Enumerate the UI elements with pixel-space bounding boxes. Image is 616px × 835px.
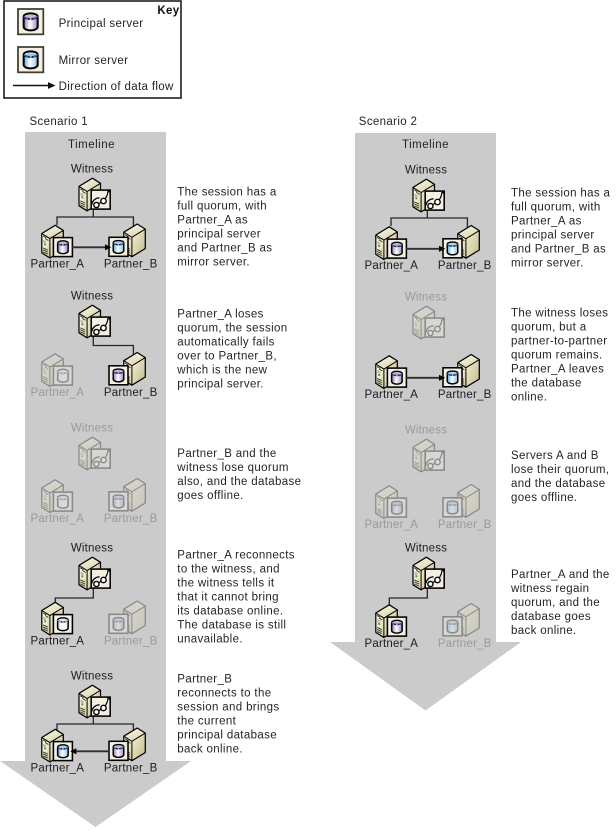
svg-text:Partner_A: Partner_A [31, 259, 85, 271]
svg-text:Timeline: Timeline [402, 139, 449, 151]
svg-text:goes offline.: goes offline. [511, 492, 577, 504]
svg-text:that it cannot bring: that it cannot bring [177, 592, 279, 604]
svg-text:database goes: database goes [511, 611, 591, 623]
svg-text:Witness: Witness [405, 425, 447, 437]
svg-text:Mirror server: Mirror server [59, 55, 129, 67]
svg-text:The database is still: The database is still [177, 620, 286, 632]
svg-text:The session has a: The session has a [177, 187, 277, 199]
svg-text:Partner_A: Partner_A [31, 636, 85, 648]
svg-text:principal database: principal database [177, 730, 277, 742]
svg-text:Partner_B: Partner_B [104, 636, 158, 648]
svg-text:the witness tells it: the witness tells it [177, 578, 275, 590]
svg-text:witness regain: witness regain [510, 583, 589, 595]
svg-text:Servers A and B: Servers A and B [511, 450, 599, 462]
svg-text:principal server.: principal server. [177, 379, 263, 391]
svg-text:over to Partner_B,: over to Partner_B, [177, 351, 277, 363]
svg-text:Witness: Witness [71, 291, 113, 303]
svg-text:reconnects to the: reconnects to the [177, 688, 271, 700]
svg-text:and Partner_B as: and Partner_B as [511, 244, 606, 256]
svg-text:Witness: Witness [405, 292, 447, 304]
svg-text:and Partner_B as: and Partner_B as [177, 243, 272, 255]
svg-text:Partner_B: Partner_B [438, 389, 492, 401]
svg-text:Partner_A: Partner_A [365, 389, 419, 401]
svg-text:The session has a: The session has a [511, 188, 611, 200]
svg-text:Witness: Witness [405, 543, 447, 555]
svg-text:Partner_A: Partner_A [31, 387, 85, 399]
svg-text:Partner_A leaves: Partner_A leaves [511, 364, 604, 376]
svg-text:principal server: principal server [511, 230, 595, 242]
svg-text:Scenario 1: Scenario 1 [30, 116, 88, 128]
svg-text:unavailable.: unavailable. [177, 634, 243, 646]
svg-text:full quorum, with: full quorum, with [511, 202, 601, 214]
svg-text:quorum, but a: quorum, but a [511, 322, 587, 334]
svg-text:Partner_B: Partner_B [177, 674, 232, 686]
svg-text:the database: the database [511, 378, 582, 390]
svg-text:Partner_A as: Partner_A as [177, 215, 248, 227]
svg-text:Partner_A: Partner_A [365, 519, 419, 531]
svg-text:Witness: Witness [71, 543, 113, 555]
svg-text:witness lose quorum: witness lose quorum [176, 462, 288, 474]
svg-text:Partner_A: Partner_A [365, 260, 419, 272]
svg-text:Witness: Witness [71, 164, 113, 176]
svg-text:quorum remains.: quorum remains. [511, 350, 603, 362]
svg-text:Scenario 2: Scenario 2 [359, 116, 417, 128]
svg-text:back online.: back online. [511, 625, 577, 637]
svg-text:its database online.: its database online. [177, 606, 283, 618]
svg-text:also, and the database: also, and the database [177, 476, 301, 488]
svg-text:Partner_A as: Partner_A as [511, 216, 582, 228]
svg-text:to the witness, and: to the witness, and [177, 564, 280, 576]
svg-text:quorum, the session: quorum, the session [177, 323, 287, 335]
svg-text:Principal server: Principal server [59, 18, 144, 30]
svg-text:Key: Key [157, 5, 179, 17]
svg-text:Partner_B: Partner_B [104, 387, 158, 399]
svg-text:Partner_A: Partner_A [31, 513, 85, 525]
svg-text:Partner_B: Partner_B [104, 513, 158, 525]
svg-text:back online.: back online. [177, 744, 243, 756]
svg-text:Partner_B and the: Partner_B and the [177, 448, 276, 460]
svg-text:Partner_B: Partner_B [438, 519, 492, 531]
svg-text:Witness: Witness [71, 671, 113, 683]
svg-text:session and brings: session and brings [177, 702, 279, 714]
svg-text:Witness: Witness [405, 165, 447, 177]
svg-text:the current: the current [177, 716, 236, 728]
svg-text:Partner_A: Partner_A [31, 763, 85, 775]
svg-text:Partner_B: Partner_B [104, 259, 158, 271]
svg-text:partner-to-partner: partner-to-partner [511, 336, 607, 348]
svg-text:Direction of data flow: Direction of data flow [59, 81, 174, 93]
svg-text:full quorum, with: full quorum, with [177, 201, 267, 213]
svg-text:mirror server.: mirror server. [511, 258, 584, 270]
svg-text:Partner_B: Partner_B [438, 638, 492, 650]
svg-text:Partner_B: Partner_B [438, 260, 492, 272]
svg-text:The witness loses: The witness loses [511, 308, 608, 320]
svg-text:automatically fails: automatically fails [177, 337, 274, 349]
svg-text:Witness: Witness [71, 423, 113, 435]
svg-text:and the database: and the database [511, 478, 605, 490]
svg-text:Partner_A loses: Partner_A loses [177, 309, 263, 321]
svg-text:online.: online. [511, 392, 547, 404]
svg-text:principal server: principal server [177, 229, 261, 241]
svg-text:which is the new: which is the new [176, 365, 267, 377]
svg-text:mirror server.: mirror server. [177, 257, 250, 269]
svg-text:lose their quorum,: lose their quorum, [511, 464, 609, 476]
svg-text:quorum, and the: quorum, and the [511, 597, 600, 609]
svg-text:goes offline.: goes offline. [177, 490, 243, 502]
svg-text:Partner_A reconnects: Partner_A reconnects [177, 550, 295, 562]
svg-text:Timeline: Timeline [68, 139, 115, 151]
svg-text:Partner_B: Partner_B [104, 763, 158, 775]
svg-text:Partner_A and the: Partner_A and the [511, 569, 610, 581]
svg-text:Partner_A: Partner_A [365, 638, 419, 650]
